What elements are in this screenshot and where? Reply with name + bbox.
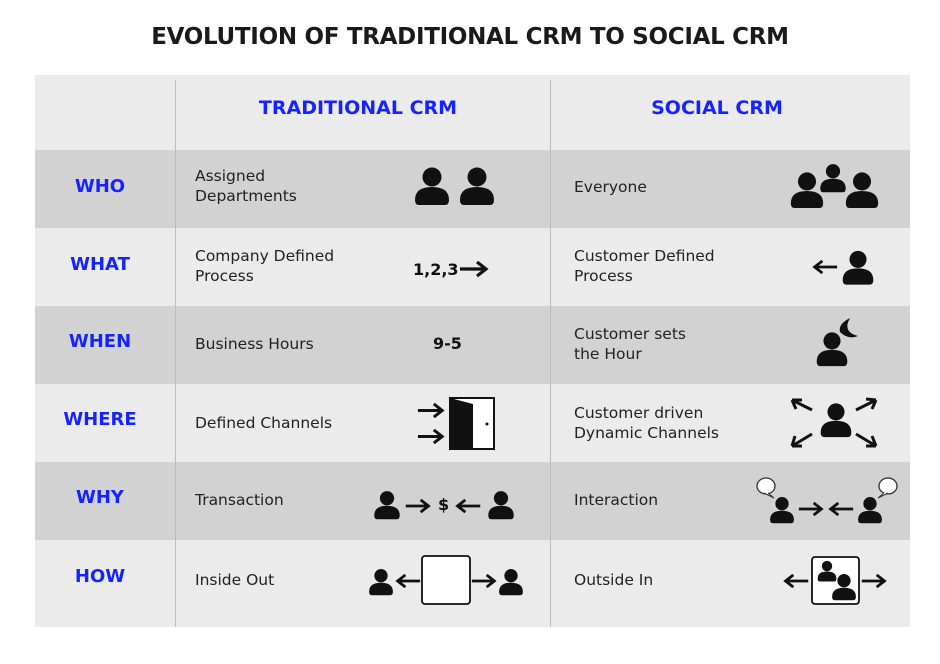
- row-what: [35, 228, 910, 306]
- row-how: [35, 540, 910, 627]
- group-icon: [790, 164, 879, 209]
- row-label: WHO: [74, 176, 126, 197]
- social-cell: Outside In: [574, 571, 654, 589]
- person-arrows-out-icon: [790, 397, 878, 448]
- traditional-cell: Inside Out: [195, 571, 275, 589]
- traditional-cell: Transaction: [195, 491, 284, 509]
- business-hours-text: 9-5: [433, 334, 462, 353]
- row-label: WHEN: [68, 331, 132, 352]
- social-cell: Everyone: [574, 178, 647, 196]
- dollar-sign: $: [438, 495, 450, 514]
- social-cell: Interaction: [574, 491, 659, 509]
- traditional-cell: Company Defined Process: [195, 247, 335, 285]
- row-label: HOW: [74, 566, 126, 587]
- row-label: WHAT: [70, 254, 130, 275]
- column-divider: [175, 80, 176, 627]
- box-people-arrows-icon: [784, 556, 886, 605]
- row-label: WHERE: [63, 409, 137, 430]
- row-label: WHY: [76, 487, 124, 508]
- social-cell: Customer driven Dynamic Channels: [574, 404, 719, 442]
- two-persons-icon: [415, 167, 494, 205]
- process-steps-text: 1,2,3: [413, 260, 459, 279]
- box-arrows-out-icon: [369, 555, 523, 605]
- social-cell: Customer Defined Process: [574, 247, 715, 285]
- traditional-cell: Defined Channels: [195, 414, 333, 432]
- column-header-social: SOCIAL CRM: [651, 97, 783, 119]
- column-divider: [550, 80, 551, 627]
- social-cell: Customer sets the Hour: [574, 325, 686, 363]
- arrow-right-icon: [459, 261, 488, 277]
- person-moon-icon: [816, 318, 858, 367]
- traditional-cell: Business Hours: [195, 335, 314, 353]
- traditional-cell: Assigned Departments: [195, 167, 297, 205]
- column-header-traditional: TRADITIONAL CRM: [258, 97, 458, 119]
- row-why: [35, 462, 910, 540]
- persons-speech-icon: [756, 477, 898, 524]
- row-when: [35, 306, 910, 384]
- header-row: [35, 75, 910, 150]
- arrows-into-door-icon: [417, 397, 495, 450]
- arrow-to-person-icon: [813, 250, 874, 285]
- page-title: EVOLUTION OF TRADITIONAL CRM TO SOCIAL C…: [151, 24, 789, 50]
